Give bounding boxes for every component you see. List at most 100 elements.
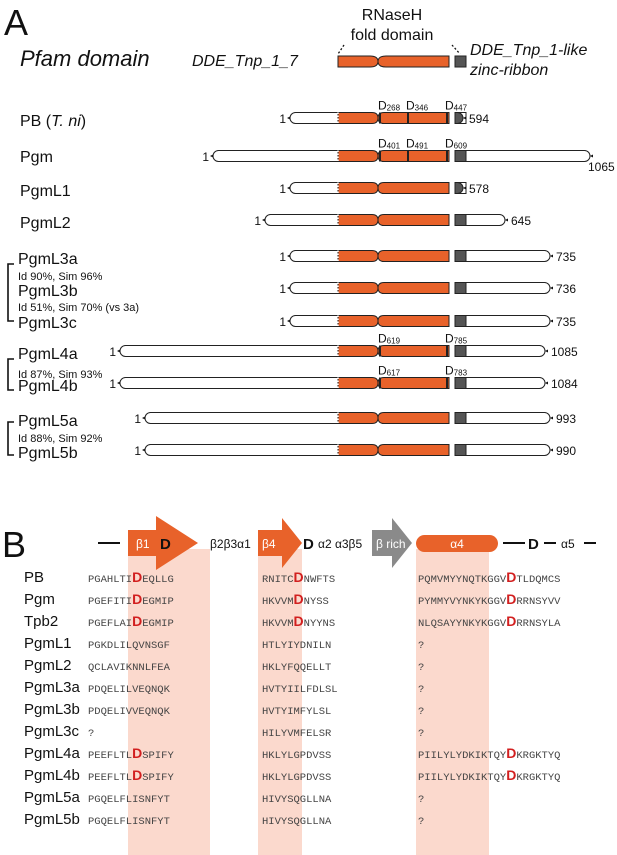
- n-terminal-region: [119, 377, 339, 389]
- domain-right-label-line2: zinc-ribbon: [469, 62, 548, 79]
- protein-name: PgmL2: [20, 215, 71, 232]
- sequence-segment: HVTYIILFDLSL: [262, 684, 338, 696]
- sequence-text: QCLAVIKNNLFEA: [88, 662, 171, 674]
- c-terminal-region: [465, 345, 546, 357]
- sequence-segment: ?: [418, 662, 424, 674]
- alignment-row-name: PB: [24, 569, 44, 586]
- protein-start-label: 1: [134, 444, 141, 458]
- secondary-structure-track: β1 D β2β3α1 β4 D α2 α3β5 β rich α4 D α5: [98, 516, 596, 570]
- protein-start-label: 1: [109, 345, 116, 359]
- catalytic-d-residue: D: [506, 745, 516, 761]
- highlight-column-1: [128, 549, 210, 855]
- n-terminus-tail: [287, 286, 290, 290]
- sequence-text: HKLYFQQELLT: [262, 662, 331, 674]
- catalytic-d-residue: D: [506, 591, 516, 607]
- alignment-row-name: PgmL3b: [24, 701, 80, 718]
- ss-a2a3b5-label: α2 α3β5: [318, 537, 362, 551]
- alignment-row-name: Tpb2: [24, 613, 58, 630]
- n-terminus-tail: [287, 254, 290, 258]
- c-terminal-region: [457, 182, 467, 194]
- protein-species-open: (: [41, 113, 51, 130]
- n-terminus-tail: [117, 381, 120, 385]
- zinc-ribbon-block: [454, 55, 467, 68]
- sequence-segment: PGQELFLISNFYT: [88, 794, 170, 806]
- rnaseh-domain: [377, 182, 450, 194]
- dde-tnp-domain-block: [337, 55, 379, 68]
- c-terminal-region: [465, 377, 546, 389]
- protein-name: Pgm: [20, 149, 53, 166]
- sequence-segment: PIILYLYDKIKTQYDKRGKTYQ: [418, 745, 560, 762]
- zinc-ribbon-domain: [454, 345, 467, 357]
- n-terminus-tail: [287, 116, 290, 120]
- catalytic-residue: D: [378, 99, 387, 113]
- rnaseh-connector-left: [337, 44, 345, 55]
- protein-name: PgmL4b: [18, 378, 78, 395]
- rnaseh-label-line2: fold domain: [351, 27, 434, 44]
- alignment-row-name: PgmL5b: [24, 811, 80, 828]
- catalytic-residue: D: [406, 137, 415, 151]
- sequence-segment: HTLYIYDNILN: [262, 640, 331, 652]
- sequence-segment: HKVVMDNYYNS: [262, 613, 335, 630]
- c-terminal-region: [465, 282, 551, 294]
- sequence-text: RRNSYLA: [516, 618, 561, 630]
- sequence-segment: PDQELILVEQNQK: [88, 684, 171, 696]
- sequence-text: EGMIP: [142, 618, 174, 630]
- alignment-row-name: PgmL2: [24, 657, 72, 674]
- catalytic-d-residue: D: [132, 591, 142, 607]
- domain-left-label: DDE_Tnp_1_7: [192, 53, 299, 70]
- sequence-text: HVTYIMFYLSL: [262, 706, 331, 718]
- sequence-segment: ?: [418, 684, 424, 696]
- catalytic-site-label: D346: [406, 99, 429, 113]
- c-terminus-tail: [550, 448, 553, 452]
- catalytic-site-label: D491: [406, 137, 429, 151]
- catalytic-position: 619: [387, 337, 401, 346]
- sequence-text: ?: [418, 662, 424, 674]
- c-terminal-region: [457, 112, 467, 124]
- catalytic-site-label: D401: [378, 137, 401, 151]
- rnaseh-domain-block: [377, 55, 450, 68]
- catalytic-residue: D: [445, 364, 454, 378]
- protein-end-label: 736: [556, 282, 576, 296]
- rnaseh-domain: [377, 315, 450, 327]
- sequence-segment: PGEFITIDEGMIP: [88, 591, 174, 608]
- ss-d2-label: D: [303, 536, 314, 553]
- sequence-segment: PYMMYVYNKYKGGVDRRNSYVV: [418, 591, 561, 608]
- sequence-text: PGEFITI: [88, 596, 132, 608]
- alignment-row-name: PgmL5a: [24, 789, 81, 806]
- panel-b-letter: B: [2, 524, 26, 565]
- protein-start-label: 1: [202, 150, 209, 164]
- n-terminal-region: [119, 345, 339, 357]
- ss-beta4-label: β4: [262, 537, 276, 551]
- protein-end-label: 990: [556, 444, 576, 458]
- c-terminus-tail: [550, 319, 553, 323]
- rnaseh-domain: [377, 214, 450, 226]
- sequence-text: PGEFLAI: [88, 618, 132, 630]
- catalytic-d-residue: D: [294, 569, 304, 585]
- catalytic-d-residue: D: [132, 767, 142, 783]
- pfam-domain-key: [337, 55, 467, 68]
- sequence-segment: PDQELIVVEQNQK: [88, 706, 171, 718]
- highlight-column-2: [258, 549, 302, 855]
- sequence-segment: HIVYSQGLLNA: [262, 794, 332, 806]
- n-terminal-region: [144, 412, 339, 424]
- sequence-text: PYMMYVYNKYKGGV: [418, 596, 507, 608]
- n-terminal-region: [264, 214, 339, 226]
- catalytic-site-label: D619: [378, 332, 401, 346]
- protein-name: PgmL5a: [18, 413, 78, 430]
- protein-species-close: ): [81, 113, 86, 130]
- protein-start-label: 1: [279, 315, 286, 329]
- helix-alpha4-bar: [416, 535, 498, 552]
- catalytic-residue: D: [445, 332, 454, 346]
- c-terminus-tail: [550, 416, 553, 420]
- alignment-row-name: PgmL1: [24, 635, 72, 652]
